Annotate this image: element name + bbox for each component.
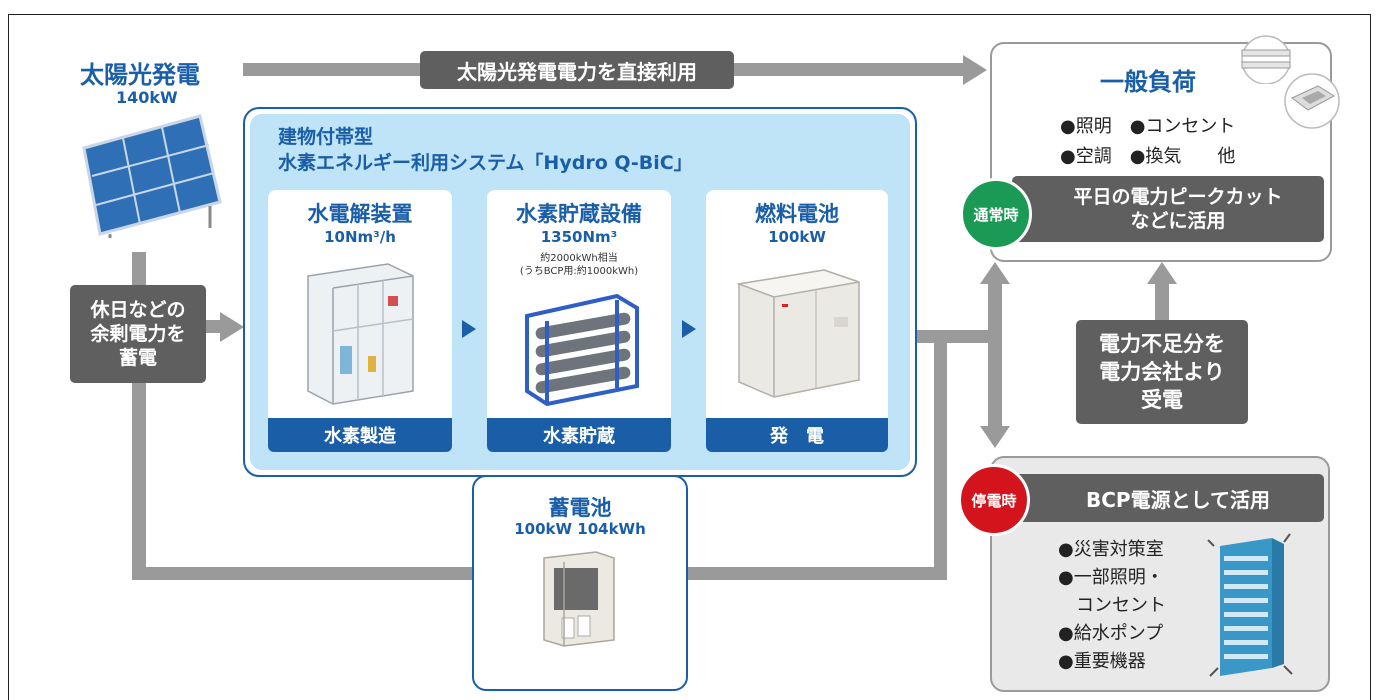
down-to-bcp-arrowhead — [980, 426, 1010, 448]
direct-use-label: 太陽光発電電力を直接利用 — [420, 51, 734, 89]
general-load-items-row-1: ●照明 ●コンセント — [1060, 116, 1236, 137]
grid-supply-line-2: 電力会社より — [1099, 360, 1225, 384]
air-conditioner-icon — [1284, 73, 1340, 129]
hydrogen-storage-spec: 1350Nm³ — [540, 228, 618, 246]
holiday-line-3: 蓄電 — [118, 347, 157, 369]
solar-panel-icon — [82, 114, 222, 238]
office-building-icon — [1207, 533, 1293, 677]
battery-cabinet-icon — [543, 551, 615, 647]
solar-capacity: 140kW — [116, 88, 178, 107]
hydrogen-storage-title: 水素貯蔵設備 — [516, 202, 642, 226]
normal-use-box: 平日の電力ピークカット などに活用 — [1012, 176, 1324, 242]
fuel-cell-footer: 発 電 — [706, 418, 888, 452]
battery-output-line — [670, 567, 946, 580]
hydrogen-tank-rack-icon — [525, 293, 639, 406]
grid-supply-box: 電力不足分を 電力会社より 受電 — [1076, 320, 1248, 424]
flow-arrow-2 — [682, 320, 696, 338]
up-to-load-arrowhead — [980, 262, 1010, 284]
battery-feed-line — [132, 567, 512, 580]
hydrogen-storage-note-2: (うちBCP用:約1000kWh) — [519, 266, 639, 277]
electrolyzer-card: 水電解装置 10Nm³/h 水素製造 — [268, 190, 452, 452]
bcp-title-box: BCP電源として活用 — [1012, 474, 1324, 522]
holiday-to-system-arrowhead — [220, 312, 244, 342]
holiday-to-system-line — [205, 320, 223, 333]
load-switch-vertical — [988, 280, 1002, 430]
direct-use-arrowhead — [963, 55, 987, 85]
normal-time-badge: 通常時 — [960, 178, 1032, 250]
grid-supply-line-3: 受電 — [1141, 388, 1183, 412]
grid-supply-line-1: 電力不足分を — [1099, 332, 1225, 356]
bcp-item: ●給水ポンプ — [1058, 623, 1164, 644]
system-title-line-1: 建物付帯型 — [278, 126, 374, 148]
battery-output-vertical — [934, 330, 947, 580]
grid-supply-arrowhead — [1147, 262, 1177, 284]
electrolyzer-spec: 10Nm³/h — [324, 228, 396, 246]
fuel-cell-card: 燃料電池 100kW 発 電 — [706, 190, 888, 452]
electrolyzer-equipment-icon — [307, 263, 414, 405]
hydrogen-storage-footer: 水素貯蔵 — [487, 418, 671, 452]
bcp-item: ●一部照明・ — [1058, 567, 1164, 588]
holiday-line-1: 休日などの — [90, 299, 186, 321]
hydrogen-storage-note-1: 約2000kWh相当 — [540, 253, 618, 264]
outer-frame — [8, 14, 1371, 700]
hydrogen-storage-card: 水素貯蔵設備 1350Nm³ 約2000kWh相当 (うちBCP用:約1000k… — [487, 190, 671, 452]
fuel-cell-unit-icon — [736, 269, 860, 398]
ceiling-light-icon — [1241, 35, 1291, 84]
holiday-surplus-box: 休日などの 余剰電力を 蓄電 — [70, 285, 206, 383]
bcp-item-list: ●災害対策室 ●一部照明・ コンセント ●給水ポンプ ●重要機器 — [1058, 536, 1166, 676]
battery-title: 蓄電池 — [548, 496, 612, 520]
normal-use-line-2: などに活用 — [1130, 210, 1226, 232]
electrolyzer-footer: 水素製造 — [268, 418, 452, 452]
fuel-cell-title: 燃料電池 — [755, 202, 839, 226]
bcp-item: コンセント — [1058, 595, 1166, 616]
general-load-title: 一般負荷 — [1100, 68, 1196, 96]
fuel-cell-spec: 100kW — [768, 228, 826, 246]
bcp-item: ●重要機器 — [1058, 651, 1146, 672]
bcp-item: ●災害対策室 — [1058, 539, 1164, 560]
battery-spec: 100kW 104kWh — [514, 520, 646, 538]
outage-badge: 停電時 — [958, 464, 1030, 536]
grid-supply-vertical — [1155, 282, 1169, 322]
normal-use-line-1: 平日の電力ピークカット — [1073, 186, 1283, 208]
electrolyzer-title: 水電解装置 — [307, 202, 413, 226]
flow-arrow-1 — [462, 320, 476, 338]
general-load-items-row-2: ●空調 ●換気 他 — [1060, 146, 1236, 167]
system-title-line-2: 水素エネルギー利用システム「Hydro Q-BiC」 — [278, 152, 693, 174]
holiday-line-2: 余剰電力を — [90, 323, 186, 345]
solar-title: 太陽光発電 — [80, 61, 200, 89]
